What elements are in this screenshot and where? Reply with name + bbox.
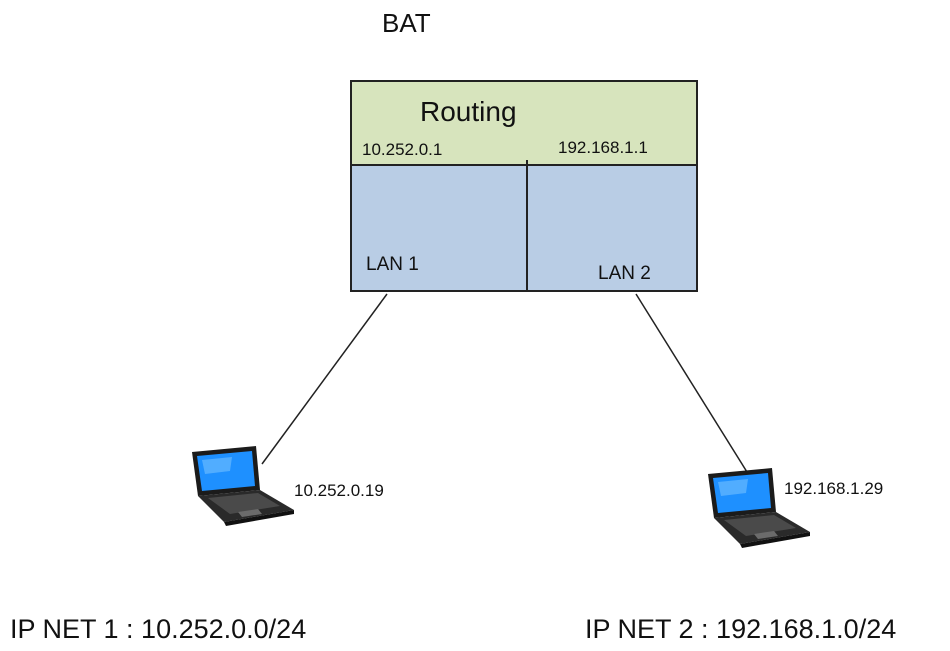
host1-ip-label: 10.252.0.19 [294,481,384,500]
lan2-link-line [635,293,753,481]
bat-device-box: Routing 10.252.0.1 192.168.1.1 LAN 1 LAN… [350,80,698,292]
lan1-label: LAN 1 [366,254,419,275]
laptop-icon [708,468,810,548]
lan2-interface-ip: 192.168.1.1 [558,138,648,157]
lan2-panel: LAN 2 [528,166,696,290]
host2-ip-label: 192.168.1.29 [784,479,884,498]
routing-panel: Routing 10.252.0.1 192.168.1.1 [352,82,696,166]
lan1-panel: LAN 1 [352,166,526,290]
lan2-label: LAN 2 [598,263,651,284]
routing-label: Routing [420,96,517,127]
ip-net2-label: IP NET 2 : 192.168.1.0/24 [585,614,897,644]
device-title: BAT [382,8,431,38]
lan1-link-line [261,293,388,465]
laptop-icon [192,446,294,526]
lan1-interface-ip: 10.252.0.1 [362,140,443,159]
ip-net1-label: IP NET 1 : 10.252.0.0/24 [10,614,307,644]
lan-divider [526,160,528,290]
